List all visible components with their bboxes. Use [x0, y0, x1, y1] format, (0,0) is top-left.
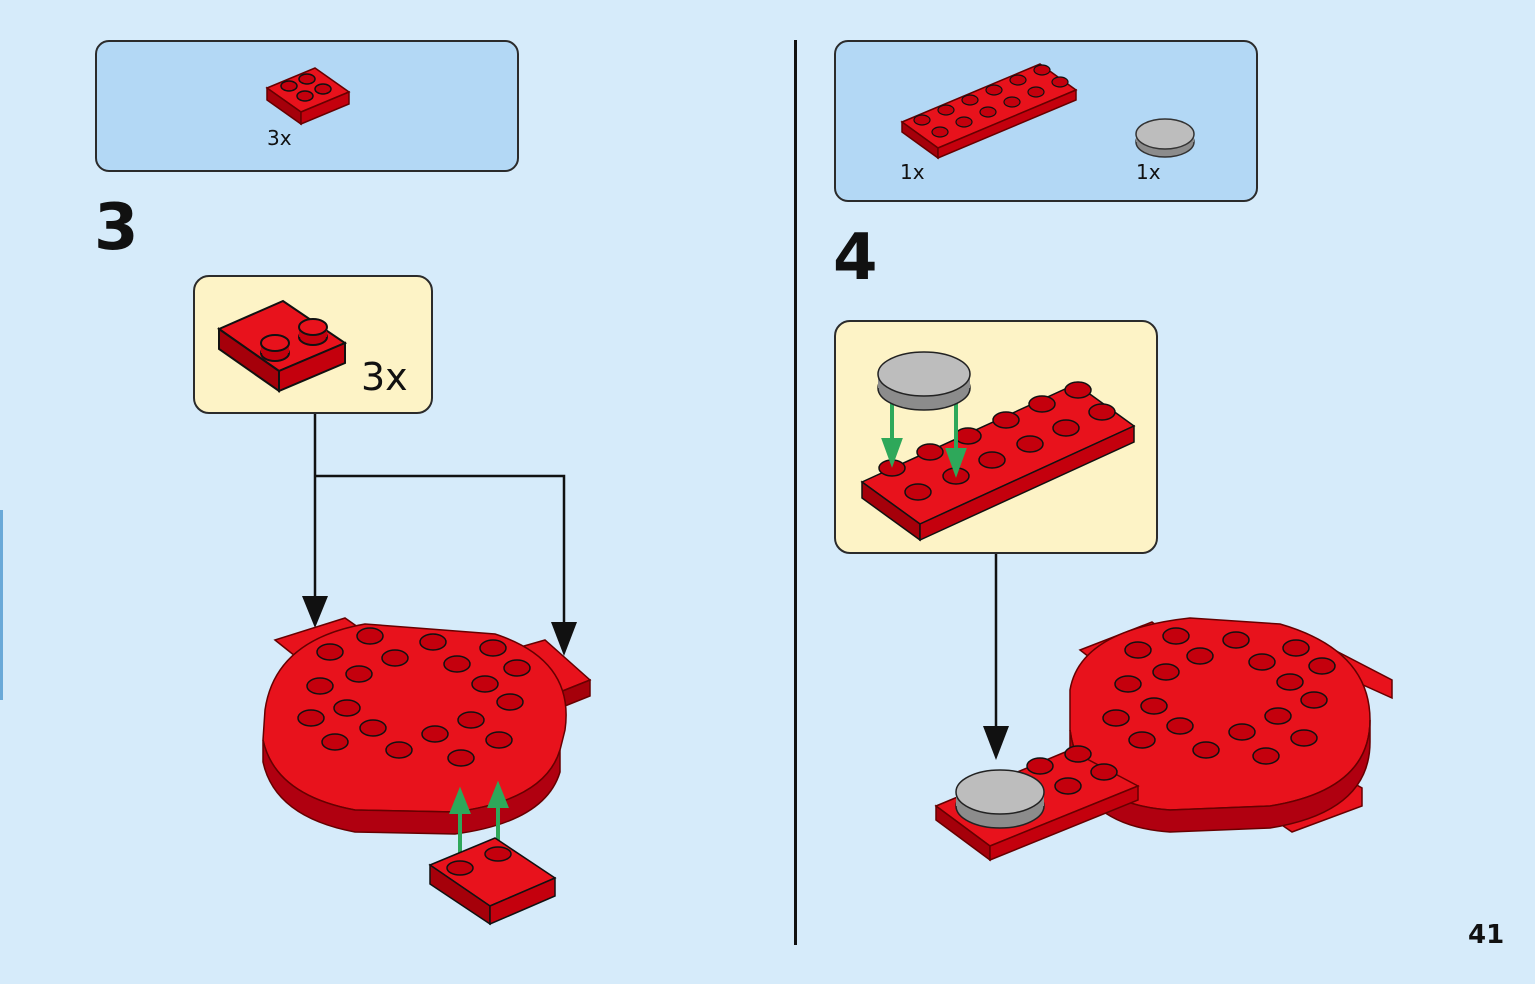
step4-parts-list: 1x 1x — [834, 40, 1258, 202]
step-divider — [794, 40, 797, 945]
gray-round-tile-icon — [1135, 118, 1195, 158]
step3-model-round-base — [262, 617, 592, 926]
red-2x2-plate-icon — [216, 299, 348, 393]
step-number: 3 — [94, 191, 139, 265]
red-2x6-plate-icon — [900, 63, 1078, 160]
step-number: 4 — [833, 221, 878, 295]
step3-subassembly-callout: 3x — [193, 275, 433, 414]
page-edge-marker — [0, 510, 3, 700]
step4-model-round-base — [934, 617, 1393, 862]
part-quantity: 1x — [1136, 160, 1161, 184]
step3-parts-list: 3x — [95, 40, 519, 172]
callout-quantity: 3x — [361, 355, 408, 399]
part-quantity: 1x — [900, 160, 925, 184]
page-number: 41 — [1468, 920, 1505, 950]
tile-on-plate-subassembly — [860, 351, 1136, 542]
step4-subassembly-callout — [834, 320, 1158, 554]
part-quantity: 3x — [267, 126, 292, 150]
red-2x2-plate-icon — [265, 67, 351, 126]
